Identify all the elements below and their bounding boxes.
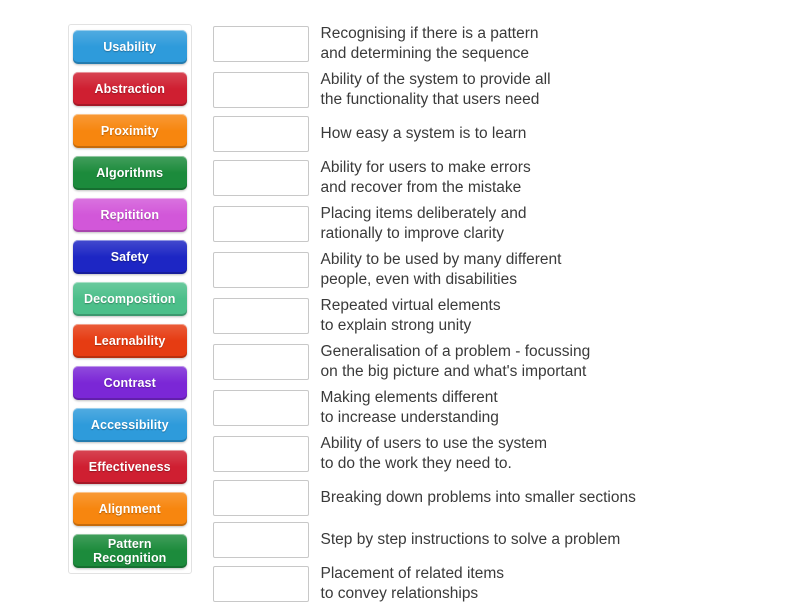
term-tile-label: Abstraction [94,81,166,96]
definition-text: Ability to be used by many different peo… [320,251,562,288]
definition-text: Ability of the system to provide all the… [320,71,551,108]
term-tile-label: Alignment [98,501,161,516]
definition-row: How easy a system is to learn [212,116,800,152]
definition-text: Placement of related items to convey rel… [320,565,505,602]
definition-text: Making elements different to increase un… [320,389,499,426]
answer-drop-slot[interactable] [212,26,309,62]
definition-row: Breaking down problems into smaller sect… [212,480,800,516]
term-tile-label: Learnability [94,333,166,348]
definition-text: Recognising if there is a pattern and de… [320,25,539,62]
definition-text: Breaking down problems into smaller sect… [320,489,636,506]
definition-row: Ability of the system to provide all the… [212,70,800,110]
term-tile-label: Usability [103,39,157,54]
term-tile-label: Algorithms [96,165,164,180]
definition-row: Ability of users to use the system to do… [212,434,800,474]
term-tile-label: Accessibility [90,417,169,432]
term-tile-safety[interactable]: Safety [73,240,187,274]
definition-text: How easy a system is to learn [320,125,527,142]
definitions-panel: Recognising if there is a pattern and de… [212,24,800,610]
definition-row: Making elements different to increase un… [212,388,800,428]
answer-drop-slot[interactable] [212,566,309,602]
definition-text: Repeated virtual elements to explain str… [320,297,501,334]
answer-drop-slot[interactable] [212,160,309,196]
definition-text: Ability for users to make errors and rec… [320,159,531,196]
answer-drop-slot[interactable] [212,116,309,152]
answer-drop-slot[interactable] [212,298,309,334]
term-tile-label: Proximity [100,123,159,138]
answer-drop-slot[interactable] [212,206,309,242]
term-tile-abstraction[interactable]: Abstraction [73,72,187,106]
term-tile-repitition[interactable]: Repitition [73,198,187,232]
definition-row: Recognising if there is a pattern and de… [212,24,800,64]
answer-drop-slot[interactable] [212,344,309,380]
term-tile-algorithms[interactable]: Algorithms [73,156,187,190]
term-tile-usability[interactable]: Usability [73,30,187,64]
term-tile-effectiveness[interactable]: Effectiveness [73,450,187,484]
definition-row: Ability to be used by many different peo… [212,250,800,290]
term-tile-label: Pattern Recognition [93,537,167,565]
definition-text: Ability of users to use the system to do… [320,435,548,472]
definition-text: Placing items deliberately and rationall… [320,205,527,242]
term-tile-label: Repitition [100,207,160,222]
term-tile-label: Effectiveness [88,459,171,474]
definition-row: Placement of related items to convey rel… [212,564,800,604]
term-tile-contrast[interactable]: Contrast [73,366,187,400]
answer-drop-slot[interactable] [212,72,309,108]
term-tile-proximity[interactable]: Proximity [73,114,187,148]
answer-drop-slot[interactable] [212,390,309,426]
term-tile-accessibility[interactable]: Accessibility [73,408,187,442]
term-tile-alignment[interactable]: Alignment [73,492,187,526]
term-tile-label: Contrast [103,375,156,390]
definition-row: Generalisation of a problem - focussing … [212,342,800,382]
definition-row: Placing items deliberately and rationall… [212,204,800,244]
definition-text: Generalisation of a problem - focussing … [320,343,591,380]
answer-drop-slot[interactable] [212,252,309,288]
answer-drop-slot[interactable] [212,480,309,516]
answer-drop-slot[interactable] [212,436,309,472]
definition-row: Step by step instructions to solve a pro… [212,522,800,558]
term-tile-label: Safety [110,249,149,264]
term-tile-decomposition[interactable]: Decomposition [73,282,187,316]
definition-text: Step by step instructions to solve a pro… [320,531,621,548]
definition-row: Ability for users to make errors and rec… [212,158,800,198]
answer-drop-slot[interactable] [212,522,309,558]
term-tile-label: Decomposition [83,291,176,306]
term-tile-learnability[interactable]: Learnability [73,324,187,358]
term-tile-pattern-recognition[interactable]: Pattern Recognition [73,534,187,568]
definition-row: Repeated virtual elements to explain str… [212,296,800,336]
